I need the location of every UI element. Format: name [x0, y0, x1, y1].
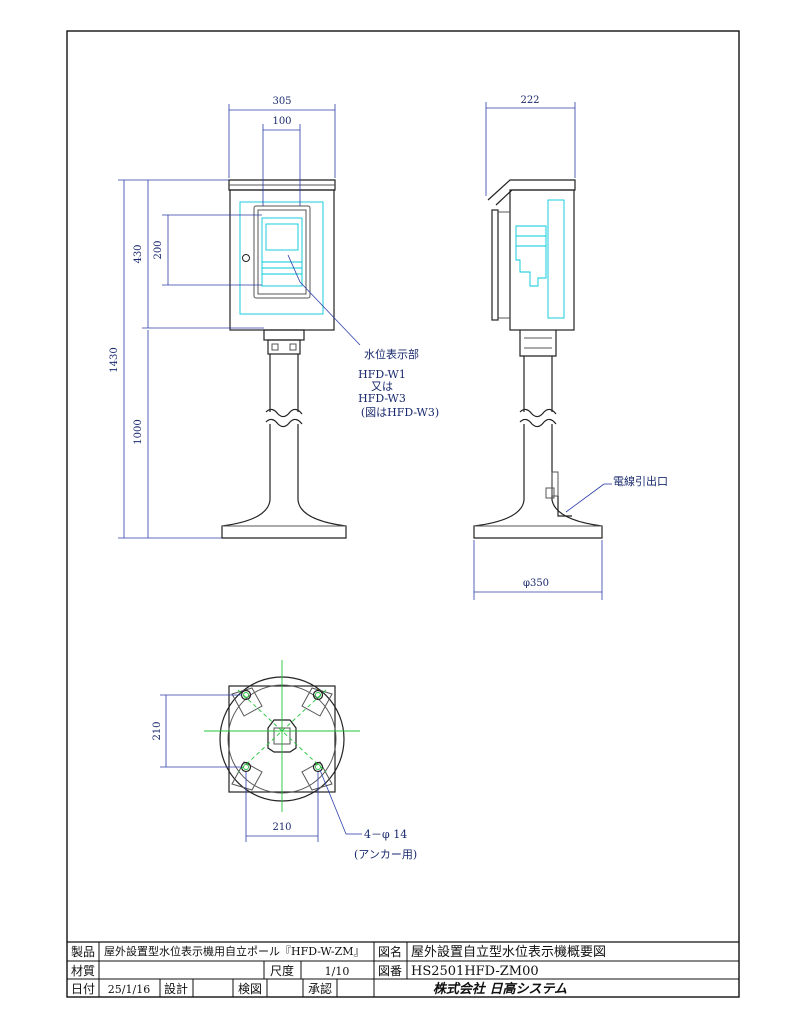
- plan-view: [204, 660, 360, 812]
- dim-total-height: 1430: [109, 347, 120, 372]
- dim-pole-height: 1000: [133, 419, 144, 444]
- tb-product-value: 屋外設置型水位表示機用自立ポール『HFD-W-ZM』: [104, 944, 365, 958]
- dim-display-height: 200: [153, 240, 164, 259]
- tb-approve-label: 承認: [308, 981, 332, 996]
- display-note: 水位表示部 HFD-W1 又は HFD-W3 (図はHFD-W3): [358, 347, 439, 419]
- tb-date-label: 日付: [71, 982, 95, 996]
- side-view: [473, 179, 603, 539]
- note-model-note: (図はHFD-W3): [361, 406, 439, 419]
- dim-front-width: 305: [272, 96, 291, 107]
- note-cable-outlet: 電線引出口: [613, 474, 668, 488]
- front-view: [221, 179, 347, 539]
- dim-side-depth: 222: [520, 95, 539, 106]
- tb-drawing-no-label: 図番: [378, 964, 402, 978]
- front-dimensions: 305 100 430 200 1430 1000: [109, 96, 336, 539]
- key-icon: [242, 254, 250, 262]
- note-model-or: 又は: [371, 380, 393, 393]
- dim-plan-width: 210: [272, 822, 291, 833]
- dim-front-inner: 100: [272, 116, 291, 127]
- tb-drawing-name-label: 図名: [378, 944, 402, 959]
- title-block: 製品 屋外設置型水位表示機用自立ポール『HFD-W-ZM』 図名 屋外設置自立型…: [67, 941, 739, 997]
- note-model-2: HFD-W3: [358, 392, 406, 405]
- sheet-border: [66, 30, 740, 998]
- plan-dimensions: 210 210 4－φ 14 (アンカー用): [152, 694, 417, 861]
- tb-scale-value: 1/10: [325, 965, 350, 978]
- tb-date-value: 25/1/16: [108, 983, 150, 996]
- tb-check-label: 検図: [238, 982, 262, 996]
- note-display-label: 水位表示部: [364, 347, 419, 361]
- tb-product-label: 製品: [71, 945, 95, 959]
- tb-company: 株式会社 日高システム: [433, 981, 567, 997]
- note-anchor-holes: 4－φ 14: [364, 828, 407, 841]
- side-dimensions: 222 φ350 電線引出口: [473, 95, 668, 600]
- tb-material-label: 材質: [71, 963, 95, 978]
- dim-base-dia: φ350: [523, 578, 549, 589]
- tb-drawing-no-value: HS2501HFD-ZM00: [411, 964, 539, 979]
- dim-box-height: 430: [133, 244, 144, 263]
- note-anchor-use: (アンカー用): [354, 848, 417, 861]
- tb-scale-label: 尺度: [270, 963, 294, 978]
- tb-design-label: 設計: [164, 981, 188, 996]
- dim-plan-height: 210: [152, 721, 163, 740]
- tb-drawing-name-value: 屋外設置自立型水位表示機概要図: [411, 944, 606, 960]
- note-model-1: HFD-W1: [358, 368, 406, 381]
